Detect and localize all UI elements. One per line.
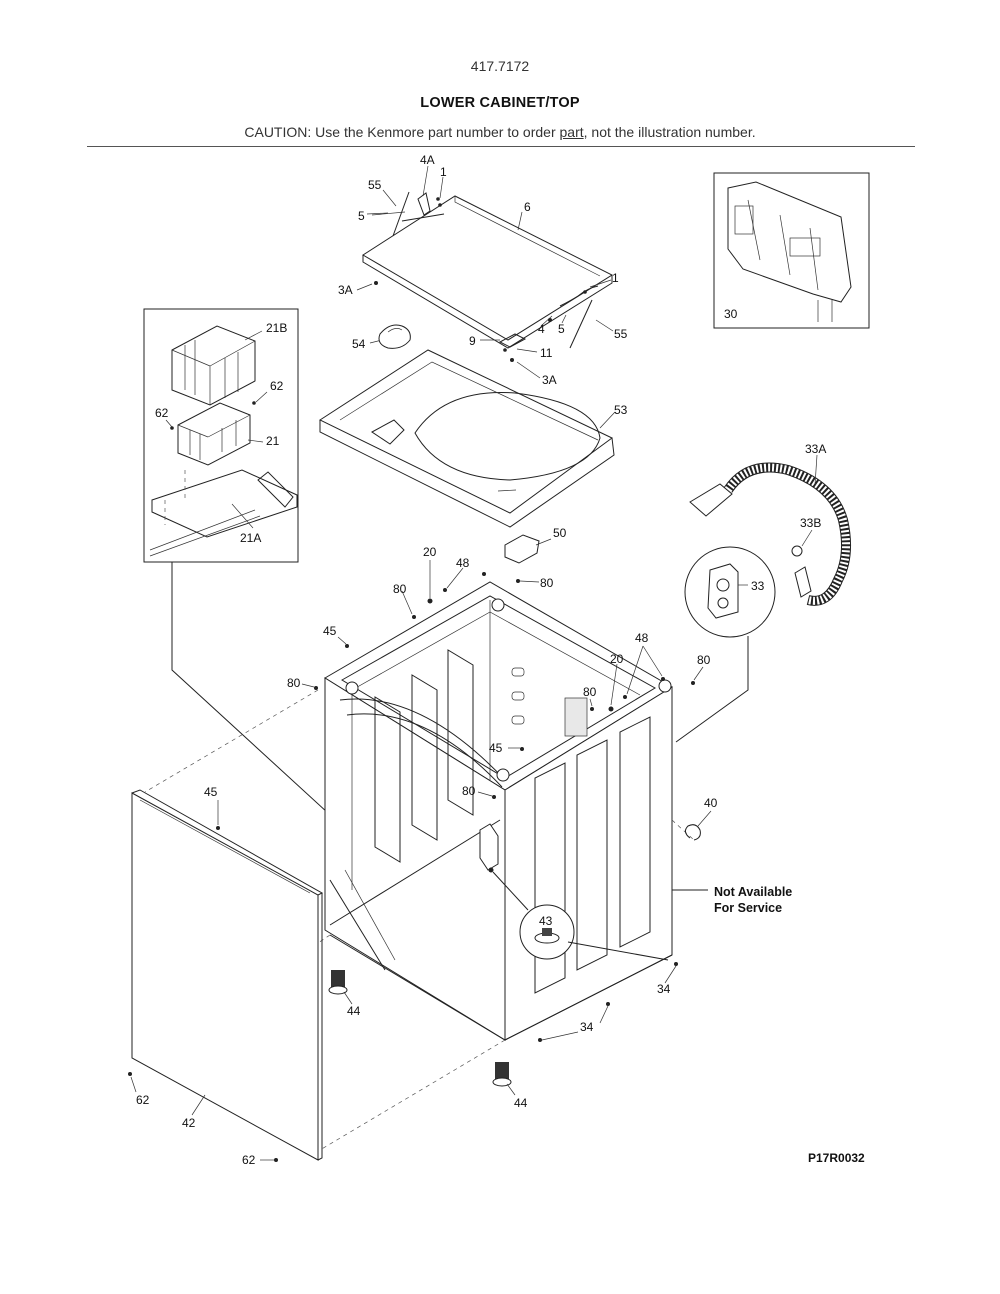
leaders-cabinet [130, 560, 712, 1161]
label-44-left: 44 [347, 1004, 361, 1018]
label-1-right: 1 [612, 271, 619, 285]
label-80-mid: 80 [583, 685, 597, 699]
label-45-top: 45 [323, 624, 337, 638]
label-48-right: 48 [635, 631, 649, 645]
inlet-hose-part[interactable] [689, 454, 852, 606]
label-20-right: 20 [610, 652, 624, 666]
label-4: 4 [538, 322, 545, 336]
label-62-b: 62 [155, 406, 169, 420]
top-panel-part[interactable] [318, 349, 615, 528]
label-11: 11 [540, 346, 553, 360]
leveling-foot-bottom[interactable] [492, 1062, 512, 1087]
label-40: 40 [704, 796, 718, 810]
label-1-top: 1 [440, 165, 447, 179]
label-42: 42 [182, 1116, 196, 1130]
label-30: 30 [724, 307, 738, 321]
label-80-top: 80 [540, 576, 554, 590]
page-title: LOWER CABINET/TOP [420, 95, 580, 111]
pulley-callout[interactable] [492, 871, 669, 961]
model-number: 417.7172 [470, 58, 530, 74]
label-80-lower: 80 [462, 784, 476, 798]
label-44-bottom: 44 [514, 1096, 528, 1110]
label-33A: 33A [805, 442, 826, 456]
label-34-right: 34 [657, 982, 671, 996]
label-80-left-top: 80 [393, 582, 407, 596]
dispenser-assembly-box[interactable] [713, 172, 870, 329]
label-21A: 21A [240, 531, 261, 545]
label-55-top: 55 [368, 178, 382, 192]
caution-prefix: CAUTION: Use the Kenmore part number to … [244, 124, 560, 140]
not-available-line1: Not Available [714, 885, 792, 899]
label-55-right: 55 [614, 327, 628, 341]
label-80-right: 80 [697, 653, 711, 667]
front-panel-part[interactable] [128, 789, 324, 1162]
label-45-panel: 45 [204, 785, 218, 799]
header-divider [87, 146, 915, 147]
part-labels: 4A 1 55 5 6 3A 1 4 5 55 9 11 3A 54 53 30… [136, 153, 826, 1167]
label-9: 9 [469, 334, 476, 348]
label-50: 50 [553, 526, 567, 540]
top-lid-part[interactable] [362, 195, 614, 349]
label-21: 21 [266, 434, 280, 448]
label-21B: 21B [266, 321, 287, 335]
label-3A-right: 3A [542, 373, 557, 387]
label-6: 6 [524, 200, 531, 214]
label-34-bottom: 34 [580, 1020, 594, 1034]
caution-suffix: , not the illustration number. [583, 124, 756, 140]
diagram-code: P17R0032 [808, 1151, 865, 1165]
label-62-bottom: 62 [242, 1153, 256, 1167]
label-33: 33 [751, 579, 765, 593]
leaders-top [356, 165, 616, 429]
leveling-foot-left[interactable] [328, 970, 348, 995]
label-43: 43 [539, 914, 553, 928]
clip-part[interactable] [684, 824, 701, 841]
label-62-left: 62 [136, 1093, 150, 1107]
label-33B: 33B [800, 516, 821, 530]
not-available-line2: For Service [714, 901, 782, 915]
bleach-dispenser-part[interactable] [378, 324, 411, 349]
control-board-inset[interactable] [143, 308, 299, 563]
label-62-a: 62 [270, 379, 284, 393]
hardware-fasteners [314, 572, 695, 1042]
label-4A: 4A [420, 153, 435, 167]
label-53: 53 [614, 403, 628, 417]
hinge-spring-right[interactable] [374, 281, 599, 362]
cabinet-body-part[interactable] [324, 581, 673, 1041]
label-54: 54 [352, 337, 366, 351]
water-valve-callout[interactable] [675, 546, 776, 743]
label-80-left: 80 [287, 676, 301, 690]
lid-lock-part[interactable] [504, 534, 552, 564]
label-5-top: 5 [358, 209, 365, 223]
label-5-right: 5 [558, 322, 565, 336]
label-20-top: 20 [423, 545, 437, 559]
label-45-mid: 45 [489, 741, 503, 755]
label-48-top: 48 [456, 556, 470, 570]
caution-part-link[interactable]: part [559, 124, 584, 140]
label-3A-left: 3A [338, 283, 353, 297]
caution-note: CAUTION: Use the Kenmore part number to … [0, 124, 1000, 140]
